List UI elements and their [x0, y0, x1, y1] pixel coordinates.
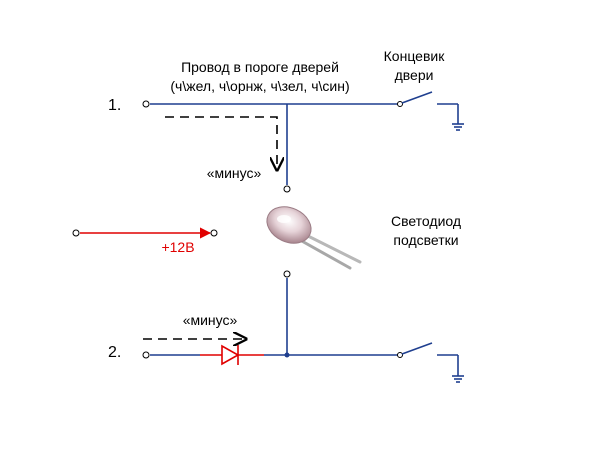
plus-12v-label: +12В [161, 239, 194, 255]
switch-pivot-2 [397, 352, 403, 358]
tap-terminal-2 [283, 270, 291, 278]
ground-icon [452, 375, 464, 383]
wire-end-terminal-2 [142, 351, 150, 359]
switch-blade-2 [401, 342, 433, 355]
led-label-line1: Светодиод [391, 213, 461, 229]
led-label-line2: подсветки [393, 232, 458, 248]
step-1-label: 1. [108, 97, 121, 114]
diode-icon [221, 344, 240, 366]
door-switch-label-line1: Концевик [384, 48, 446, 64]
plus-12v-terminal-right [210, 229, 218, 237]
step-2-label: 2. [108, 344, 121, 361]
scheme-2: 2. «минус» [108, 270, 464, 383]
led-image [266, 206, 362, 270]
minus-dashed-arrow-1 [165, 116, 277, 170]
scheme-1: Провод в пороге дверей (ч\жел, ч\орнж, ч… [108, 48, 464, 193]
wire-title-line1: Провод в пороге дверей [181, 59, 339, 75]
switch-blade-1 [401, 91, 433, 104]
ground-icon [452, 123, 464, 131]
door-switch-label-line2: двери [395, 67, 434, 83]
plus-12v-terminal-left [72, 229, 80, 237]
plus-12v-lead: +12В [72, 227, 218, 255]
tap-terminal-1 [283, 185, 291, 193]
minus-label-2: «минус» [183, 312, 238, 328]
wire-end-terminal-1 [142, 100, 150, 108]
switch-pivot-1 [397, 101, 403, 107]
wire-title-line2: (ч\жел, ч\орнж, ч\зел, ч\син) [170, 78, 349, 94]
minus-label-1: «минус» [207, 165, 262, 181]
